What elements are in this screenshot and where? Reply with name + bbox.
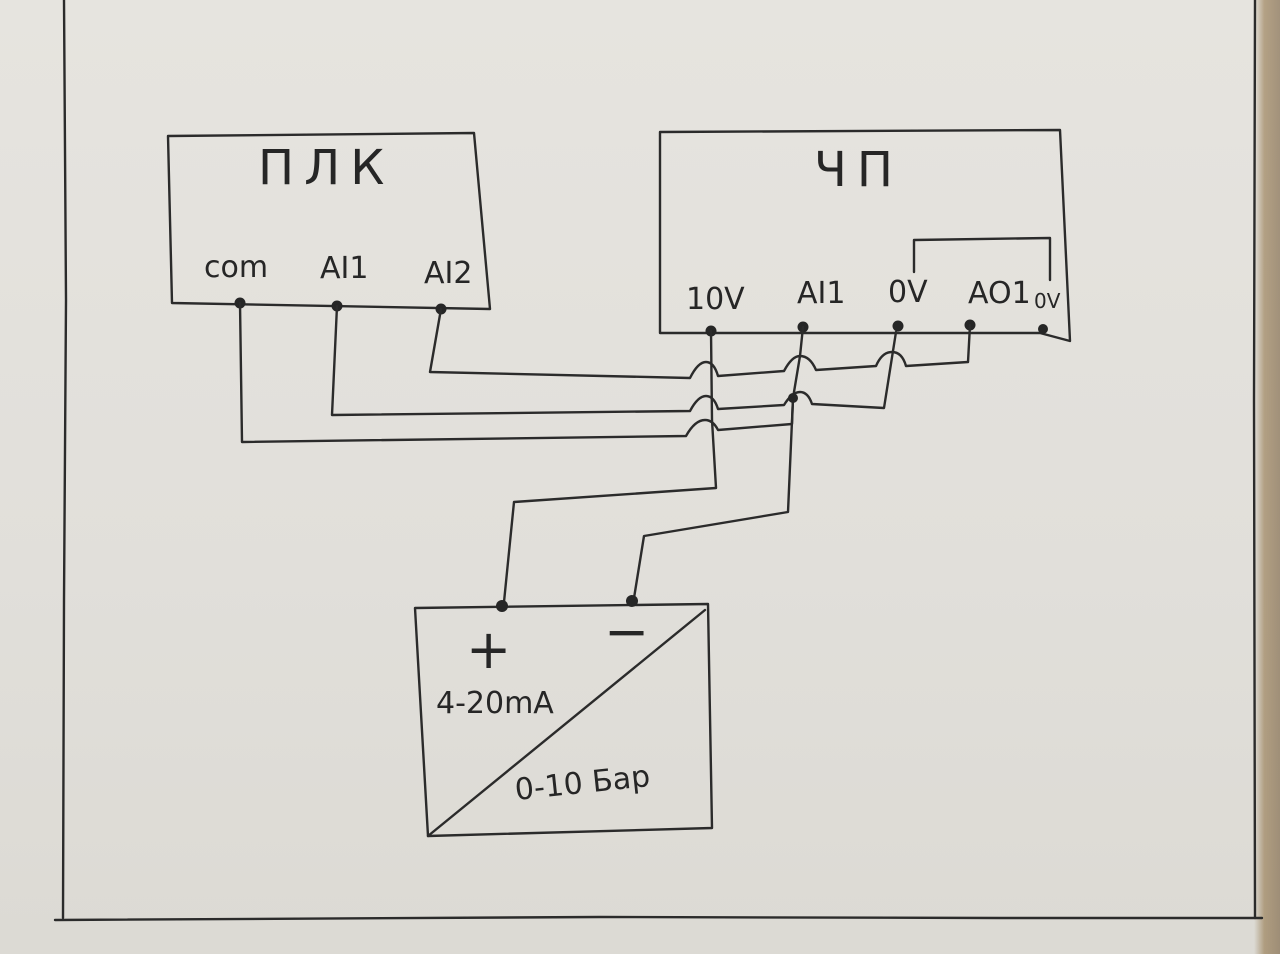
vfd-pin-ai1-label: AI1	[797, 276, 845, 311]
wire-vfd-10v-to-sensor-plus	[502, 329, 718, 604]
sensor-block: + − 4-20mA 0-10 Бар	[413, 595, 714, 838]
sensor-box	[413, 602, 714, 838]
plc-pin-ai2-label: AI2	[424, 256, 472, 291]
vfd-terminal-0v-2	[1038, 324, 1048, 334]
wires	[238, 301, 972, 604]
wire-plc-com-to-vfd-ai1	[238, 301, 795, 444]
sensor-diagonal	[426, 608, 707, 838]
frame-left-line	[61, 0, 68, 920]
sensor-plus-sign: +	[466, 618, 511, 681]
sensor-terminal-minus	[626, 595, 638, 607]
vfd-pin-0v-label: 0V	[888, 275, 928, 310]
plc-box	[166, 131, 492, 311]
sensor-range-label: 0-10 Бар	[513, 759, 652, 808]
plc-pin-ai1-label: AI1	[320, 251, 368, 286]
wire-plc-ai2-to-vfd-ao1	[428, 307, 972, 380]
frame-right-line	[1252, 0, 1257, 920]
page-frame	[53, 0, 1264, 922]
sensor-signal-label: 4-20mA	[436, 686, 554, 721]
frame-bottom-line	[53, 915, 1264, 922]
sensor-terminal-plus	[496, 600, 508, 612]
plc-pin-com-label: com	[204, 250, 268, 285]
vfd-terminal-0v	[892, 320, 904, 332]
vfd-internal-jumper	[912, 236, 1052, 282]
vfd-block: ЧП 10V AI1 0V AO1 0V	[658, 128, 1072, 343]
vfd-pin-0v-2-label: 0V	[1034, 289, 1061, 313]
plc-title: ПЛК	[258, 140, 394, 196]
vfd-title: ЧП	[814, 142, 903, 198]
plc-block: ПЛК com AI1 AI2	[166, 131, 492, 315]
paper-edge-shadow	[1254, 0, 1280, 954]
wire-plc-ai1-to-vfd-0v	[330, 304, 898, 417]
sensor-minus-sign: −	[604, 600, 649, 663]
vfd-pin-ao1-label: AO1	[968, 276, 1031, 311]
wire-vfd-ai1-to-sensor-minus	[632, 325, 805, 600]
vfd-box	[658, 128, 1072, 343]
vfd-pin-10v-label: 10V	[686, 282, 745, 317]
wire-junction	[788, 393, 798, 403]
